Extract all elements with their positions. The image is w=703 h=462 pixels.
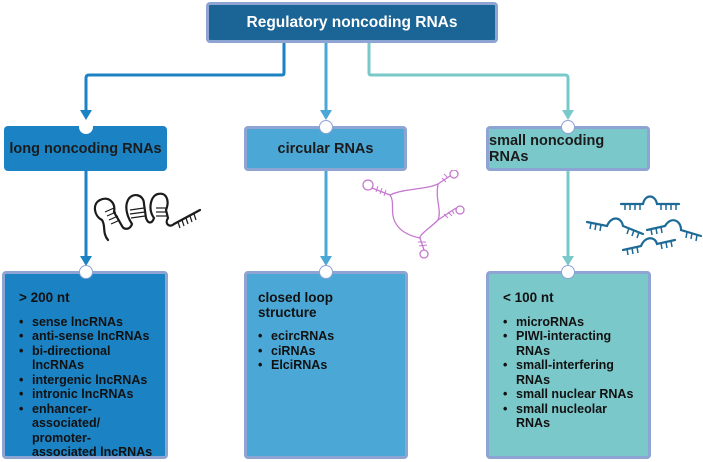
arrowhead-long-detail: [80, 256, 92, 266]
junction-node: [561, 120, 575, 134]
list-item: small nucleolar RNAs: [503, 402, 636, 431]
list-item: ecircRNAs: [258, 329, 393, 344]
list-item: ciRNAs: [258, 344, 393, 359]
junction-node: [561, 265, 575, 279]
list-item: anti-sense lncRNAs: [19, 329, 153, 344]
list-item: bi-directional lncRNAs: [19, 344, 153, 373]
root-node-regulatory-ncrnas: Regulatory noncoding RNAs: [206, 2, 498, 43]
detail-list: ecircRNAs ciRNAs ElciRNAs: [258, 329, 393, 373]
circrna-loop-icon: [362, 170, 465, 259]
list-item: enhancer-associated/ promoter-associated…: [19, 402, 153, 460]
detail-header: closed loop structure: [258, 290, 334, 320]
arrowhead-circular-detail: [320, 256, 332, 266]
junction-node: [79, 265, 93, 279]
list-item: PIWI-interacting RNAs: [503, 329, 636, 358]
lncrna-hairpin-icon: [93, 192, 202, 242]
category-label: circular RNAs: [277, 140, 374, 157]
list-item: intronic lncRNAs: [19, 387, 153, 402]
arrowhead-long: [80, 110, 92, 120]
junction-node: [79, 120, 93, 134]
arrowhead-circular: [320, 110, 332, 120]
detail-list: microRNAs PIWI-interacting RNAs small-in…: [503, 315, 636, 431]
list-item: ElciRNAs: [258, 358, 393, 373]
detail-long-ncrnas: > 200 nt sense lncRNAs anti-sense lncRNA…: [2, 271, 168, 459]
arrowhead-small: [562, 110, 574, 120]
detail-circular-rnas: closed loop structure ecircRNAs ciRNAs E…: [244, 271, 408, 459]
list-item: small nuclear RNAs: [503, 387, 636, 402]
list-item: sense lncRNAs: [19, 315, 153, 330]
junction-node: [319, 265, 333, 279]
category-label: small noncoding RNAs: [489, 132, 605, 165]
list-item: microRNAs: [503, 315, 636, 330]
detail-header: > 200 nt: [19, 290, 70, 305]
connector-long: [84, 43, 286, 110]
category-small-ncrnas: small noncoding RNAs: [486, 126, 650, 171]
detail-header: < 100 nt: [503, 290, 554, 305]
detail-small-ncrnas: < 100 nt microRNAs PIWI-interacting RNAs…: [486, 271, 651, 459]
list-item: intergenic lncRNAs: [19, 373, 153, 388]
small-rna-fragments-icon: [585, 195, 703, 256]
root-title: Regulatory noncoding RNAs: [246, 13, 458, 31]
junction-node: [319, 120, 333, 134]
category-label: long noncoding RNAs: [9, 140, 162, 157]
list-item: small-interfering RNAs: [503, 358, 636, 387]
connector-small: [367, 43, 570, 110]
arrowhead-small-detail: [562, 256, 574, 266]
detail-list: sense lncRNAs anti-sense lncRNAs bi-dire…: [19, 315, 153, 460]
